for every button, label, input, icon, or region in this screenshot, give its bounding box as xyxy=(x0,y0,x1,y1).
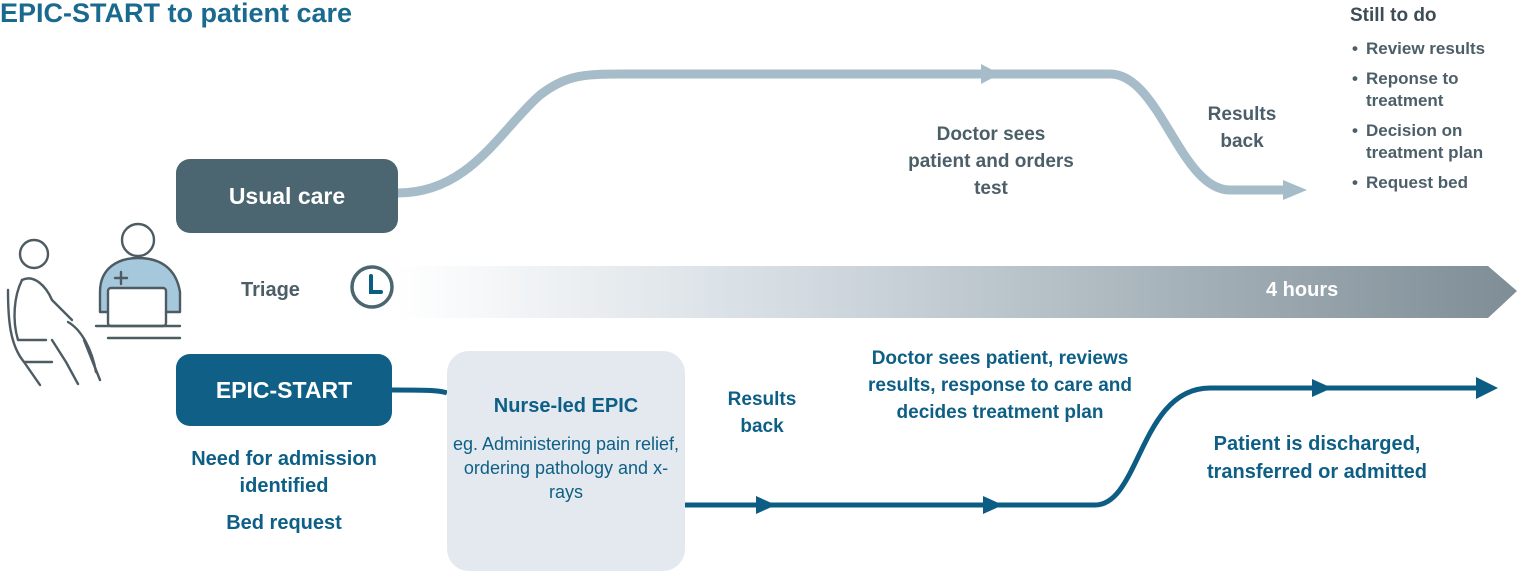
epic-path-connector xyxy=(391,387,448,396)
diagram-title: EPIC-START to patient care xyxy=(0,0,353,28)
epic-results-step: Results back xyxy=(727,389,797,437)
epic-start-label: EPIC-START xyxy=(176,354,392,426)
nurse-led-box xyxy=(447,351,685,571)
usual-care-label: Usual care xyxy=(176,159,398,233)
still-to-do-heading: Still to do xyxy=(1350,5,1437,26)
patient-outcome: Patient is discharged, transferred or ad… xyxy=(1206,433,1428,483)
bed-request-text: Bed request xyxy=(226,512,342,534)
still-to-do-list: Review results Reponse to treatment Deci… xyxy=(1352,38,1531,202)
epic-arrowhead-2 xyxy=(983,496,1003,514)
epic-arrowhead-1 xyxy=(756,496,776,514)
need-admission-text: Need for admission identified xyxy=(191,448,377,497)
usual-care-arrowhead-mid xyxy=(981,64,1000,84)
duration-label: 4 hours xyxy=(1266,279,1339,301)
list-item: Reponse to treatment xyxy=(1352,68,1506,112)
nurse-led-description: eg. Administering pain relief, ordering … xyxy=(452,434,680,502)
epic-arrowhead-3 xyxy=(1312,379,1332,397)
list-item: Request bed xyxy=(1352,172,1531,194)
usual-doctor-step: Doctor sees patient and orders test xyxy=(908,124,1074,199)
epic-path xyxy=(685,385,1478,508)
usual-care-arrowhead-end xyxy=(1283,180,1307,200)
usual-care-path xyxy=(393,69,1287,198)
timeline-arrow xyxy=(396,266,1517,318)
triage-label: Triage xyxy=(241,279,300,301)
clock-icon xyxy=(350,265,394,309)
patient-clinician-icon xyxy=(6,222,182,387)
list-item: Review results xyxy=(1352,38,1531,60)
list-item: Decision on treatment plan xyxy=(1352,120,1531,164)
usual-results-step: Results back xyxy=(1207,104,1277,152)
nurse-led-title: Nurse-led EPIC xyxy=(493,395,639,417)
epic-doctor-step: Doctor sees patient, reviews results, re… xyxy=(868,348,1132,423)
epic-arrowhead-end xyxy=(1476,377,1498,399)
